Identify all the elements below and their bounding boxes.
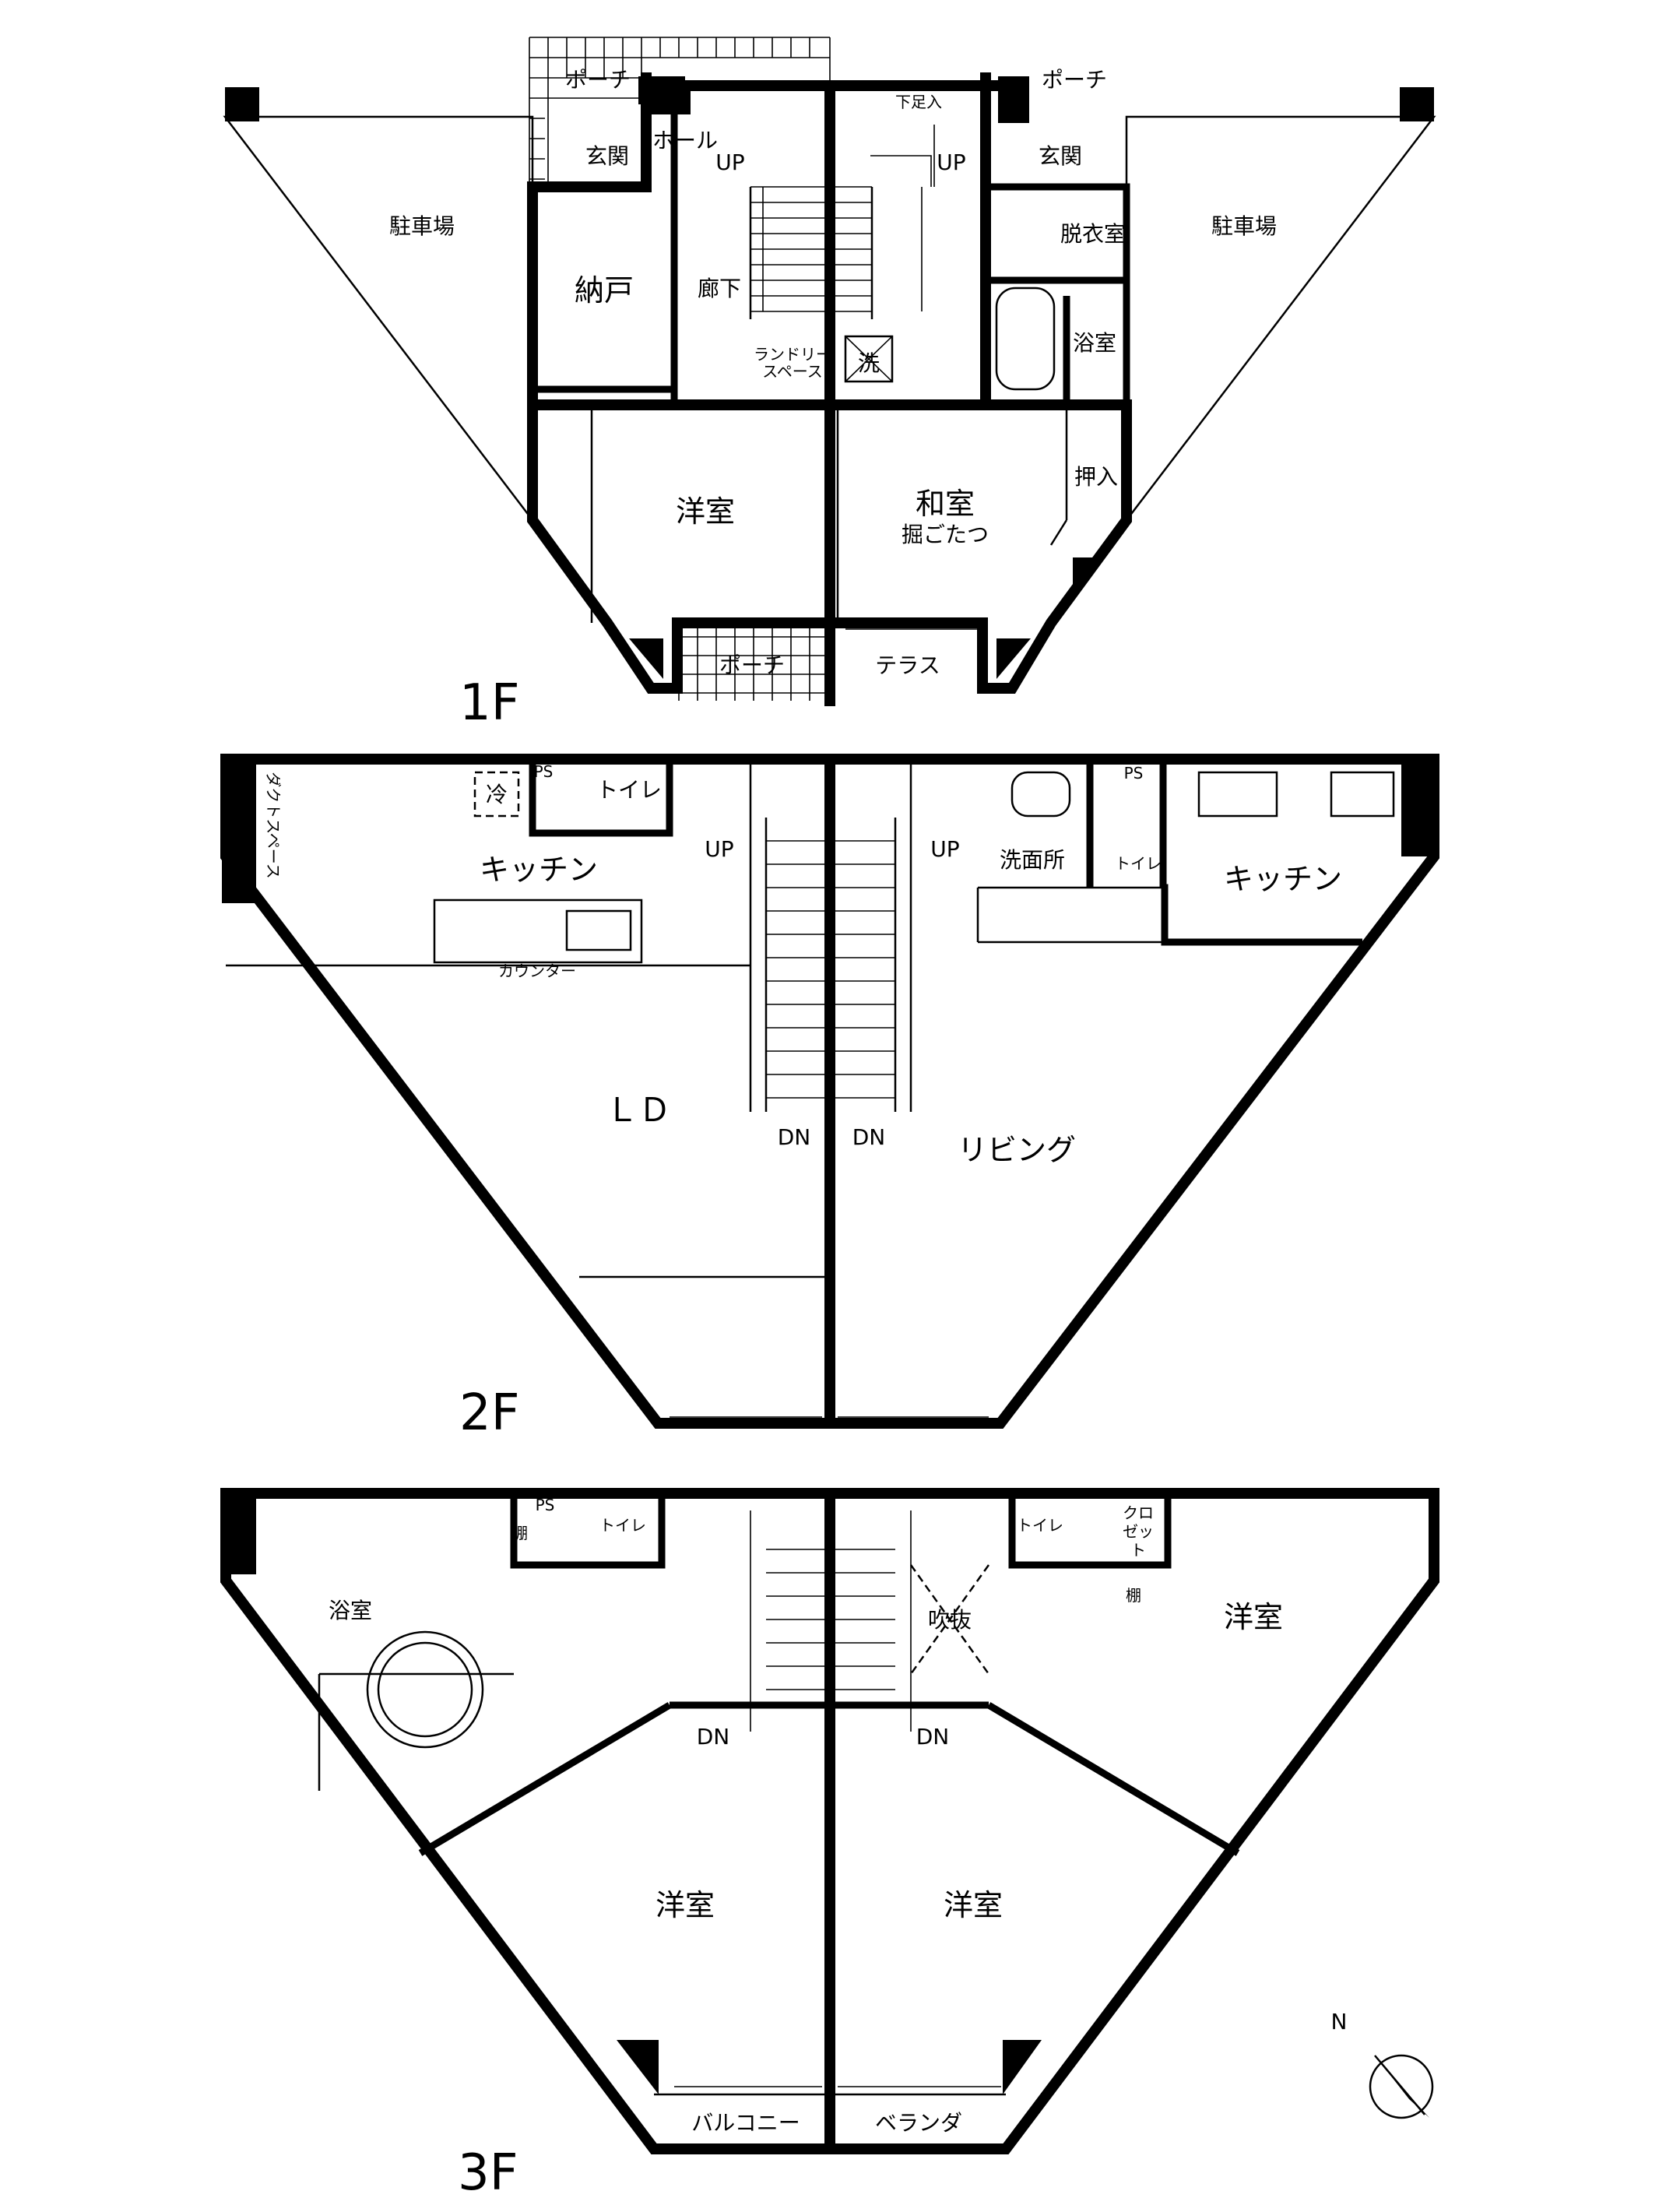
label-2f-duct-space: ダクトスペース — [264, 772, 283, 879]
label-3f-toilet-e: トイレ — [1017, 1516, 1063, 1535]
floor-label-2f: 2F — [459, 1384, 520, 1442]
label-1f-parking-e: 駐車場 — [1211, 213, 1277, 239]
label-3f-western-se: 洋室 — [944, 1888, 1003, 1922]
label-3f-western-sw: 洋室 — [656, 1888, 715, 1922]
label-3f-closet-1: クロ — [1123, 1503, 1154, 1522]
label-1f-genkan-w: 玄関 — [585, 143, 629, 169]
label-1f-japanese-room: 和室 — [916, 487, 975, 521]
label-1f-genkan-e: 玄関 — [1039, 143, 1082, 169]
label-3f-dn-w: DN — [697, 1724, 730, 1750]
label-2f-up-w: UP — [705, 836, 733, 862]
label-1f-shitaashiire: 下足入 — [895, 93, 942, 111]
label-2f-ps-w: PS — [534, 762, 554, 781]
label-1f-western-room: 洋室 — [676, 494, 735, 529]
label-2f-toilet-w: トイレ — [596, 777, 662, 803]
label-2f-living: リビング — [958, 1133, 1076, 1167]
label-2f-dn-e: DN — [852, 1124, 886, 1150]
label-1f-porch-ne: ポーチ — [1042, 67, 1107, 93]
floor-3 — [220, 1488, 1439, 2154]
floor-label-1f: 1F — [459, 674, 520, 732]
label-3f-balcony: バルコニー — [691, 2110, 800, 2136]
label-1f-washer: 洗 — [858, 350, 880, 376]
label-1f-bath: 浴室 — [1073, 330, 1116, 356]
label-1f-up-w: UP — [715, 149, 744, 175]
label-2f-fridge: 冷 — [486, 782, 508, 807]
label-2f-ld: ＬＤ — [606, 1091, 671, 1129]
label-3f-fukinuke: 吹抜 — [928, 1607, 972, 1633]
compass — [1369, 2054, 1434, 2119]
label-3f-shelf-w: 棚 — [512, 1524, 528, 1542]
parking-area-east — [1125, 87, 1436, 523]
label-1f-laundry-1: ランドリー — [754, 345, 831, 364]
floor-label-3f: 3F — [458, 2144, 518, 2202]
compass-north-label: N — [1331, 2009, 1348, 2034]
label-2f-kitchen-e: キッチン — [1224, 862, 1342, 896]
label-2f-counter: カウンター — [498, 962, 576, 980]
label-2f-up-e: UP — [930, 836, 959, 862]
label-2f-toilet-e: トイレ — [1115, 854, 1162, 873]
label-3f-veranda: ベランダ — [875, 2110, 962, 2136]
label-3f-ps: PS — [536, 1496, 555, 1514]
label-1f-terrace: テラス — [875, 652, 940, 678]
label-1f-porch-nw: ポーチ — [565, 67, 631, 93]
label-1f-up-e: UP — [937, 149, 965, 175]
label-3f-closet-3: ト — [1130, 1541, 1146, 1560]
label-1f-oshiire: 押入 — [1074, 464, 1118, 490]
label-2f-kitchen-w: キッチン — [480, 853, 598, 887]
label-1f-hall: ホール — [652, 128, 718, 153]
label-2f-dn-w: DN — [778, 1124, 811, 1150]
parking-area-west — [223, 87, 534, 523]
label-3f-toilet-w: トイレ — [599, 1516, 646, 1535]
label-3f-western-ne: 洋室 — [1224, 1600, 1283, 1634]
label-3f-dn-e: DN — [916, 1724, 950, 1750]
label-2f-washroom: 洗面所 — [1000, 847, 1065, 873]
floor-1 — [223, 37, 1436, 706]
label-1f-datsuishitsu: 脱衣室 — [1060, 221, 1126, 247]
label-3f-closet-2: ゼッ — [1123, 1522, 1154, 1541]
label-2f-ps-e: PS — [1124, 764, 1144, 782]
floor-2 — [220, 754, 1439, 1429]
label-1f-horigotatsu: 掘ごたつ — [902, 522, 989, 547]
label-1f-laundry-2: スペース — [762, 362, 823, 381]
label-1f-corridor: 廊下 — [698, 276, 741, 301]
label-1f-nando: 納戸 — [575, 273, 634, 308]
porch-tiles-north — [529, 37, 831, 187]
label-3f-shelf-e: 棚 — [1126, 1586, 1141, 1605]
label-3f-bath: 浴室 — [329, 1598, 372, 1623]
label-1f-parking-w: 駐車場 — [389, 213, 455, 239]
label-1f-porch-s: ポーチ — [719, 652, 785, 678]
